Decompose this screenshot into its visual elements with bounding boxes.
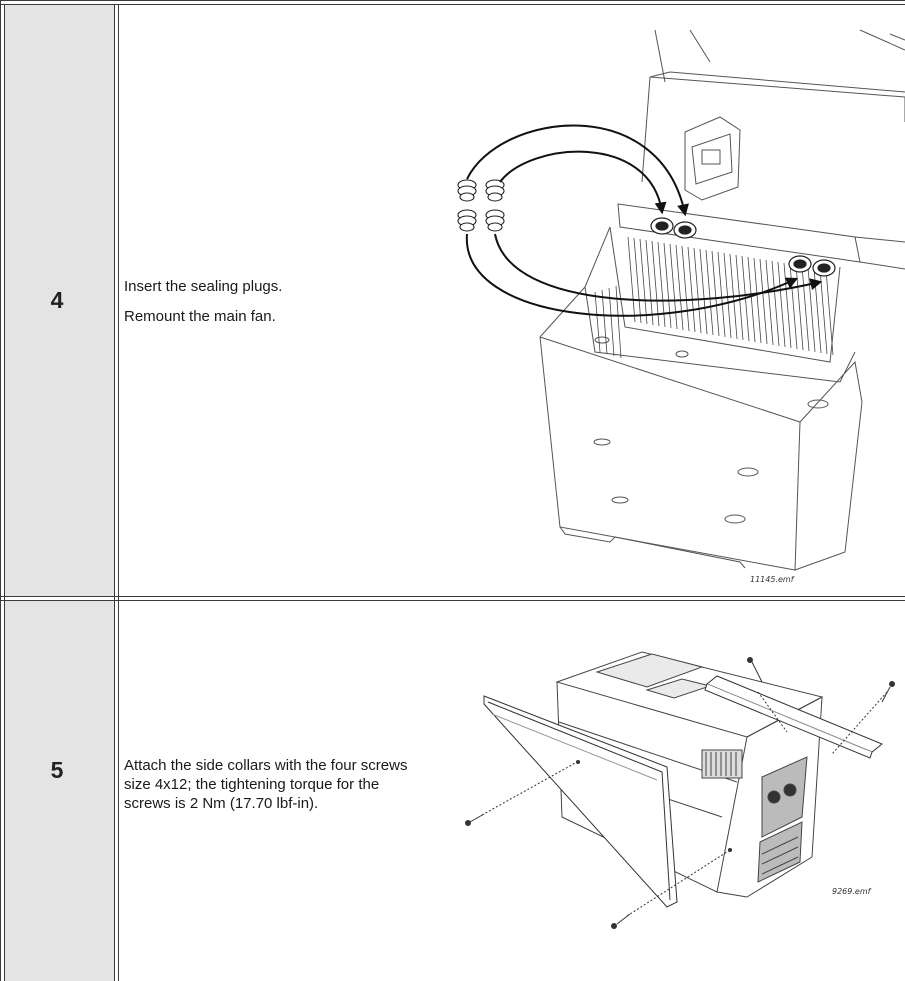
step-5-number-cell <box>5 601 114 981</box>
side-collars-illustration: 9269.emf <box>465 651 895 929</box>
row-divider-inner <box>0 600 905 601</box>
step-4-figure: 11145.emf <box>440 22 905 592</box>
step-5-line-1: Attach the side collars with the four sc… <box>124 757 408 812</box>
step-4-number-cell <box>5 5 114 596</box>
step-5-instructions: Attach the side collars with the four sc… <box>124 756 414 824</box>
table-left-rule-inner <box>4 4 5 981</box>
row-divider <box>0 596 905 597</box>
step-4-line-2: Remount the main fan. <box>124 308 276 325</box>
step-4-number: 4 <box>50 287 64 313</box>
table-top-rule <box>0 0 905 1</box>
column-rule-inner <box>118 4 119 981</box>
table-left-rule <box>0 0 1 981</box>
sealing-plugs-illustration: 11145.emf <box>457 29 905 584</box>
step-5-number: 5 <box>50 757 64 783</box>
column-rule <box>114 4 115 981</box>
step-5-figure: 9269.emf <box>462 632 902 932</box>
step-5-figure-filename: 9269.emf <box>832 887 872 896</box>
step-4-instructions: Insert the sealing plugs. Remount the ma… <box>124 277 424 337</box>
table-top-rule-inner <box>0 4 905 5</box>
step-4-line-1: Insert the sealing plugs. <box>124 278 283 295</box>
step-4-figure-filename: 11145.emf <box>750 575 795 584</box>
